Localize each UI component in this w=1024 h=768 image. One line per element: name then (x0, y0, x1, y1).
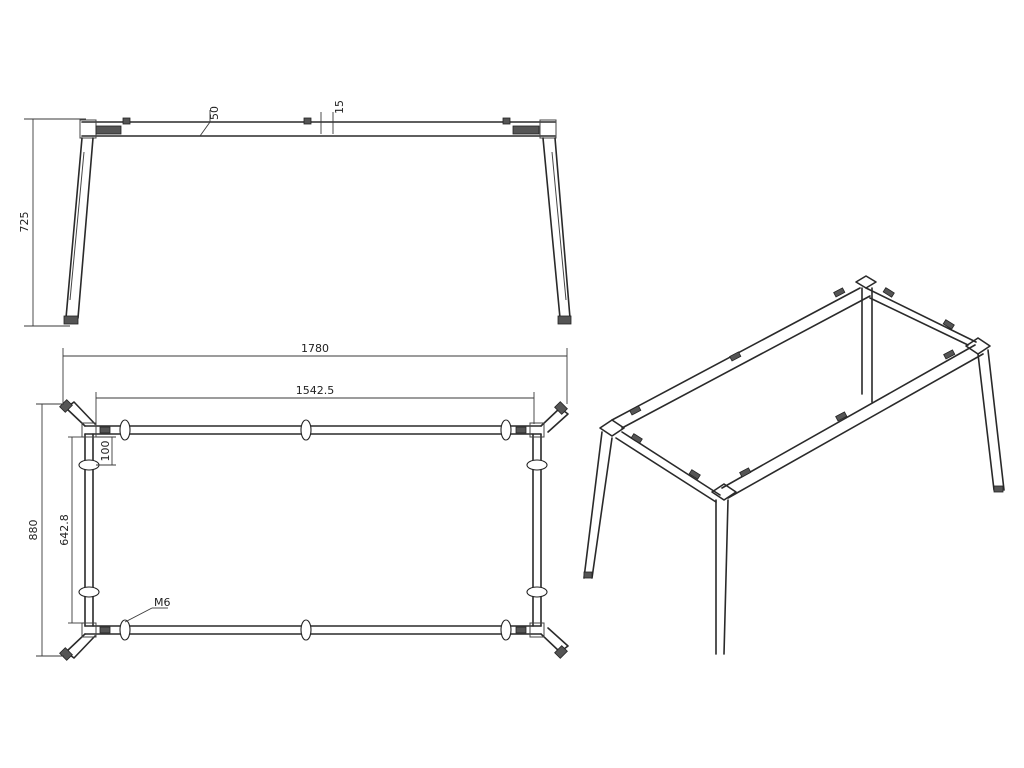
dim-total-width-label: 880 (27, 520, 40, 541)
thread-size-label: M6 (154, 596, 171, 609)
isometric-view (583, 275, 1005, 655)
plan-clips (78, 419, 548, 641)
dim-inner-length-label: 1542.5 (296, 384, 335, 397)
dim-total-length-label: 1780 (301, 342, 329, 355)
plan-view: 1780 1542.5 880 642.8 100 M6 (27, 342, 569, 661)
dim-inner-width-label: 642.8 (58, 514, 71, 546)
dim-height-label: 725 (18, 212, 31, 233)
front-elevation-view: 725 50 15 (18, 100, 572, 327)
dim-tube-gap-label: 15 (333, 100, 346, 114)
dim-offset-label: 100 (99, 441, 112, 462)
dim-tube-width-label: 50 (208, 106, 221, 120)
iso-clips (629, 287, 956, 480)
